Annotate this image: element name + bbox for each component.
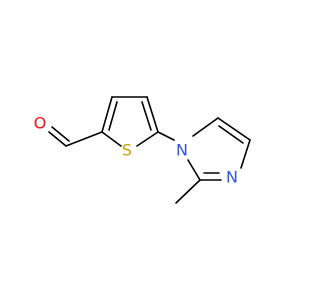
bond-imidazole-to-methyl	[175, 179, 201, 204]
bond-thiophene-c4-c5-inner	[141, 101, 152, 131]
bond-aldehyde-to-thiophene	[65, 131, 103, 147]
atom-labels: O S N N	[34, 114, 238, 187]
bond-imidazole-n1-c5	[192, 117, 219, 137]
atom-label-nitrogen-1: N	[176, 141, 188, 160]
bond-carbonyl-double-inner	[51, 126, 70, 142]
molecule-structure-diagram: O S N N	[34, 96, 251, 204]
bond-imidazole-c5-c4-double	[217, 117, 251, 141]
atom-label-oxygen: O	[34, 114, 47, 133]
bond-thiophene-c2-c3-double	[101, 96, 113, 133]
bond-imidazole-c2-n1	[187, 159, 201, 181]
atom-label-sulfur: S	[122, 141, 132, 160]
bond-thiophene-c4-c5-double	[146, 96, 159, 133]
bond-carbonyl-double-outer	[48, 131, 67, 147]
bond-imidazole-c4-n3	[240, 139, 251, 169]
atom-label-nitrogen-2: N	[226, 168, 238, 187]
bond-imidazole-c5-c4-inner	[218, 125, 244, 144]
bond-thiophene-sulfur-c2	[101, 131, 122, 147]
bond-thiophene-to-imidazole	[157, 131, 175, 141]
bond-thiophene-c5-sulfur	[136, 131, 159, 147]
bond-lines	[48, 96, 251, 204]
bond-thiophene-c2-c3-inner	[108, 101, 118, 131]
